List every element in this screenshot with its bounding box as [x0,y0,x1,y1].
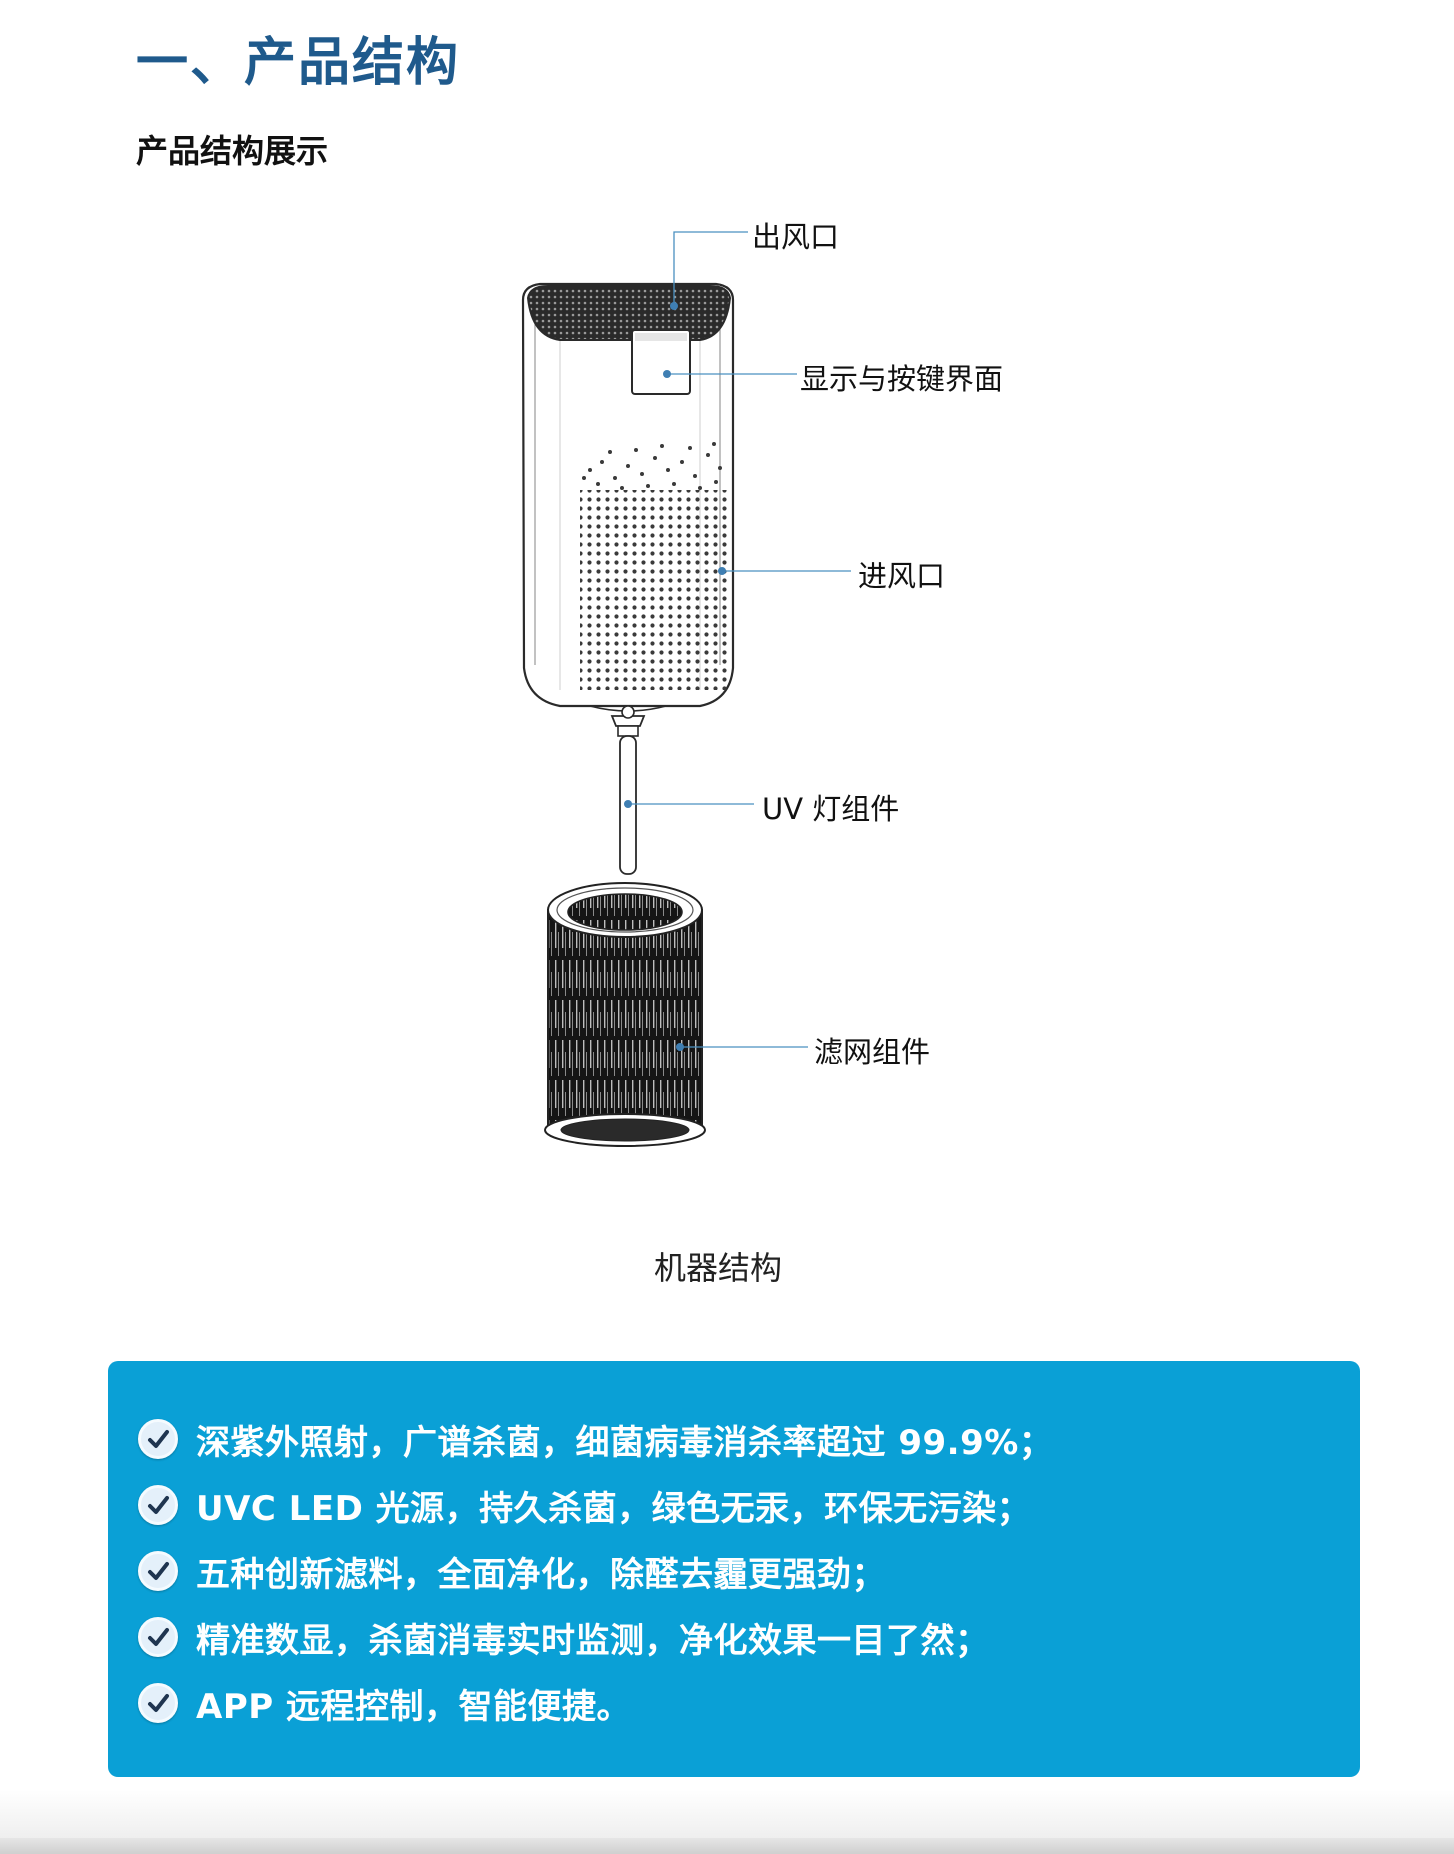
feature-text: UVC LED 光源，持久杀菌，绿色无汞，环保无污染； [196,1488,1032,1529]
section-title: 一、产品结构 [136,33,461,93]
feature-item: 精准数显，杀菌消毒实时监测，净化效果一目了然； [138,1613,990,1661]
label-air-inlet: 进风口 [858,559,946,593]
feature-item: UVC LED 光源，持久杀菌，绿色无汞，环保无污染； [138,1481,1031,1529]
feature-text: APP 远程控制，智能便捷。 [196,1686,631,1727]
label-air-outlet: 出风口 [752,220,840,254]
label-uv-lamp: UV 灯组件 [762,792,900,826]
check-circle-icon [138,1419,178,1459]
feature-item: APP 远程控制，智能便捷。 [138,1679,631,1727]
subsection-title: 产品结构展示 [136,132,329,170]
feature-item: 五种创新滤料，全面净化，除醛去霾更强劲； [138,1547,886,1595]
purifier-body [521,282,735,712]
figure-caption: 机器结构 [653,1249,782,1287]
callout-dots [624,302,726,1051]
feature-text: 五种创新滤料，全面净化，除醛去霾更强劲； [196,1554,886,1595]
filter-cartridge [544,882,706,1147]
features-panel: 深紫外照射，广谱杀菌，细菌病毒消杀率超过 99.9%； UVC LED 光源，持… [108,1361,1360,1777]
label-display-panel: 显示与按键界面 [800,362,1004,396]
feature-item: 深紫外照射，广谱杀菌，细菌病毒消杀率超过 99.9%； [138,1415,1053,1463]
callout-lines [628,231,851,1048]
check-circle-icon [138,1617,178,1657]
feature-text: 深紫外照射，广谱杀菌，细菌病毒消杀率超过 99.9%； [196,1422,1054,1463]
check-circle-icon [138,1683,178,1723]
uv-lamp-assembly [610,705,646,875]
feature-text: 精准数显，杀菌消毒实时监测，净化效果一目了然； [196,1620,990,1661]
window-bottom-bar [0,1838,1454,1854]
check-circle-icon [138,1551,178,1591]
page-bottom-shadow [0,1790,1454,1838]
check-circle-icon [138,1485,178,1525]
label-filter: 滤网组件 [814,1035,931,1069]
